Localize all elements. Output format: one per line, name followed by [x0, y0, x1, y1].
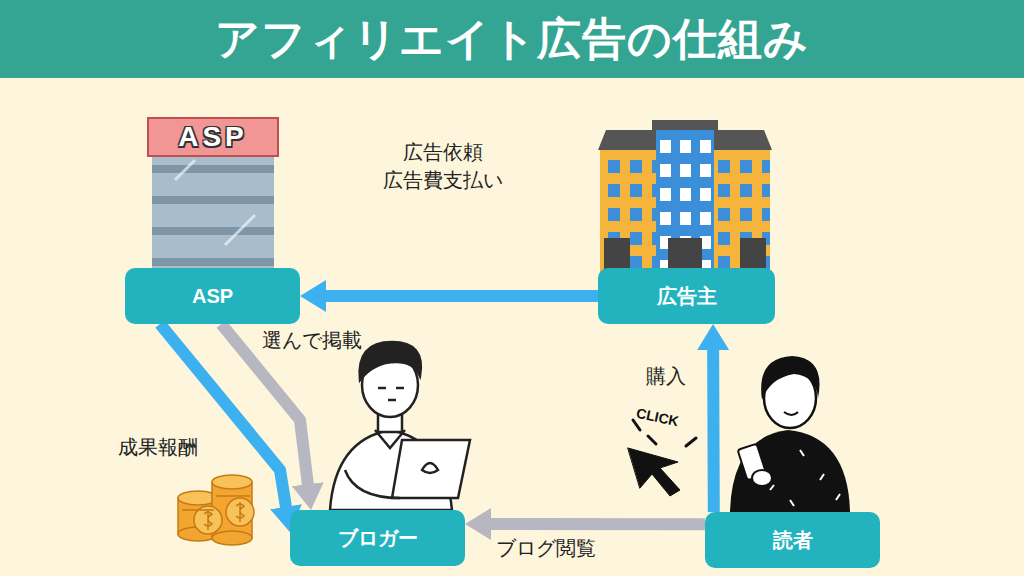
asp-box: ASP	[125, 268, 300, 324]
node-label: ASP	[192, 285, 233, 308]
edge-label: 広告依頼 広告費支払い	[378, 138, 508, 194]
node-label: 広告主	[657, 283, 717, 310]
advertiser-building	[598, 120, 772, 272]
blogger-figure	[330, 342, 470, 510]
edge-label: 購入	[646, 362, 686, 390]
diagram-title: アフィリエイト広告の仕組み	[0, 0, 1024, 78]
edge-label: 成果報酬	[118, 433, 198, 461]
node-label: ブロガー	[338, 525, 418, 552]
blogger-box: ブロガー	[290, 510, 465, 566]
flow-arrow	[707, 342, 720, 512]
reader-figure	[730, 356, 850, 512]
edge-label: ブログ閲覧	[496, 534, 596, 562]
coins	[178, 475, 254, 545]
reader-box: 読者	[705, 512, 880, 568]
advertiser-box: 広告主	[598, 268, 775, 324]
edge-label: 選んで掲載	[262, 326, 362, 354]
flow-arrow	[160, 324, 287, 515]
flow-arrow	[318, 290, 598, 302]
asp-building	[148, 118, 278, 268]
flow-arrow	[483, 518, 705, 530]
sign-text: ASP	[148, 118, 278, 156]
click-cursor	[628, 420, 696, 496]
click-text: CLICK	[634, 404, 680, 432]
node-label: 読者	[773, 527, 813, 554]
